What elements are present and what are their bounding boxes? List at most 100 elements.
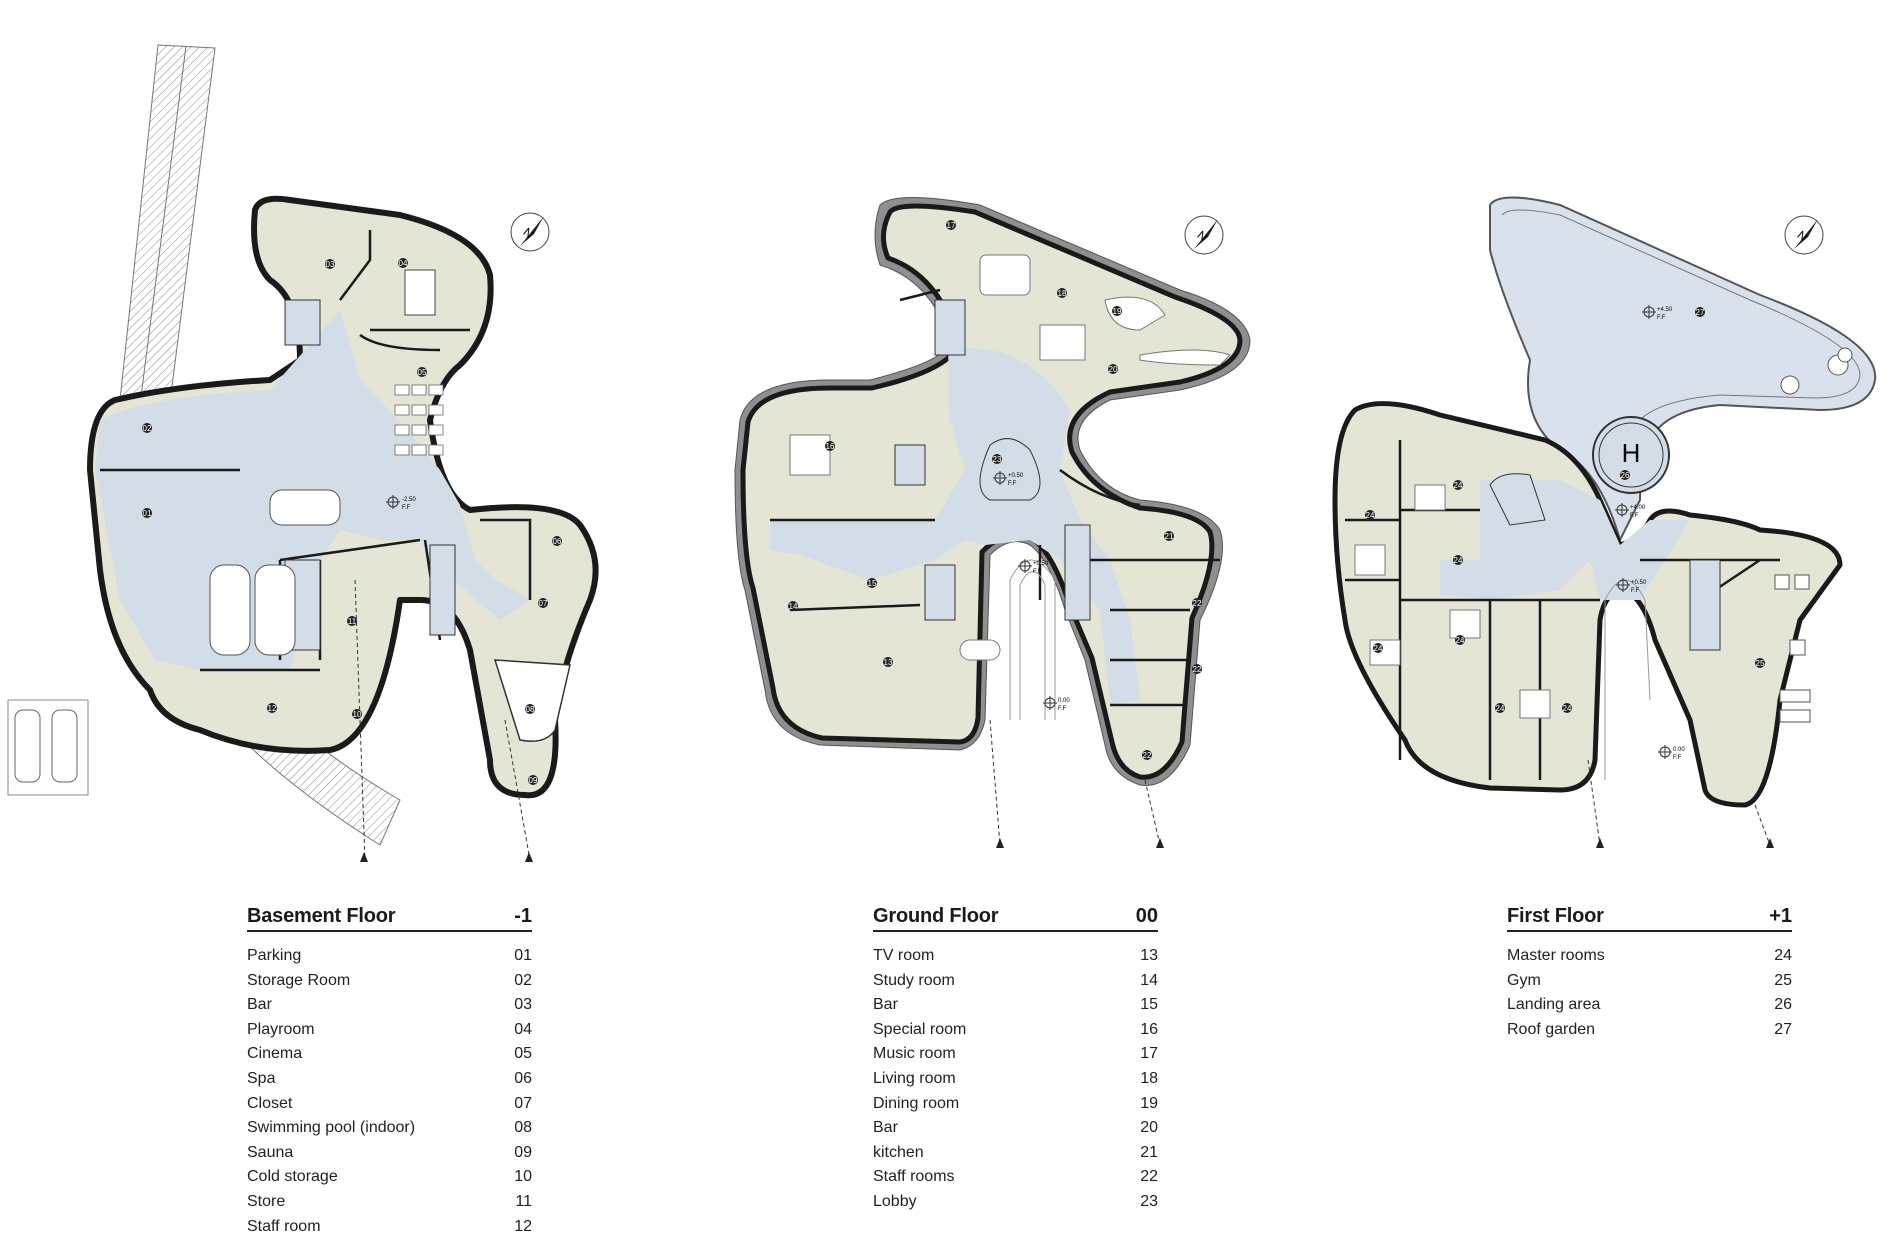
first-plan: H [1332,196,1877,848]
first-room-labels: 24 24 24 24 24 24 24 25 26 27 [1365,307,1765,713]
room-marker-15: 15 [867,578,877,588]
svg-text:+4.50: +4.50 [1657,307,1673,313]
legend-room-number: 17 [1140,1045,1158,1063]
room-marker-01: 01 [142,508,152,518]
room-marker-11: 11 [347,616,357,626]
legend-room-number: 10 [514,1168,532,1186]
legend-room-number: 15 [1140,996,1158,1014]
ground-room-labels: 13 14 15 16 17 18 19 20 21 22 22 22 23 [788,220,1202,760]
legend-room-number: 25 [1774,971,1792,989]
svg-text:09: 09 [529,776,538,785]
level-markers: +4.50F.F +4.00F.F +0.50F.F 0.00F.F [1615,305,1685,761]
svg-text:F.F: F.F [1631,588,1640,594]
legend-room-number: 07 [514,1094,532,1112]
legend-room-number: 01 [514,947,532,964]
svg-text:06: 06 [553,537,562,546]
legend-room-name: Store [247,1192,286,1210]
svg-text:F.F: F.F [1058,706,1067,712]
svg-text:18: 18 [1058,289,1067,298]
legend-room-name: Bar [247,996,272,1014]
roof-trees [1780,347,1853,395]
cinema-seats [394,384,444,456]
basement-plan: 01 02 03 04 05 06 07 08 09 10 11 12 -2.5… [7,44,599,862]
svg-text:0.00: 0.00 [1673,747,1685,753]
svg-text:+0.50: +0.50 [1631,580,1647,586]
legend-level: 00 [1135,905,1158,927]
svg-text:20: 20 [1109,365,1118,374]
room-marker-24: 24 [1453,555,1463,565]
legend-header: Ground Floor 00 [873,905,1158,932]
lobby-island [979,438,1041,501]
floor-plans: 01 02 03 04 05 06 07 08 09 10 11 12 -2.5… [7,44,1877,862]
legend-room-name: Lobby [873,1192,917,1210]
legend-room-number: 21 [1140,1143,1158,1161]
north-arrow: N [1784,215,1824,255]
legend-room-number: 13 [1140,947,1158,964]
north-arrow: N [510,212,550,252]
svg-text:F.F: F.F [1673,755,1682,761]
room-marker-03: 03 [325,259,335,269]
legend-title: First Floor [1507,905,1604,927]
room-marker-06: 06 [552,536,562,546]
car-outline [51,709,78,783]
room-marker-22: 22 [1142,750,1152,760]
room-marker-10: 10 [352,709,362,719]
svg-text:24: 24 [1366,511,1375,520]
svg-text:24: 24 [1496,704,1505,713]
legend-room-name: Storage Room [247,971,351,989]
room-marker-24: 24 [1373,643,1383,653]
svg-text:12: 12 [268,704,277,713]
outdoor-parking [7,699,89,796]
room-marker-12: 12 [267,703,277,713]
ground-stairs [894,299,1091,621]
legend-room-number: 23 [1140,1192,1158,1210]
helipad [1592,416,1670,494]
svg-text:F.F: F.F [1630,513,1639,519]
room-marker-24: 24 [1562,703,1572,713]
legend-room-name: Master rooms [1507,947,1605,964]
legend-room-name: Swimming pool (indoor) [247,1119,416,1137]
room-marker-22: 22 [1192,598,1202,608]
svg-text:24: 24 [1454,481,1463,490]
svg-text:24: 24 [1454,556,1463,565]
svg-text:0.00: 0.00 [1058,698,1070,704]
indoor-pool [493,659,571,742]
legend-room-number: 22 [1140,1168,1158,1186]
room-marker-18: 18 [1057,288,1067,298]
svg-text:05: 05 [418,368,427,377]
legend-room-name: Study room [873,971,955,989]
gym-equipment [1774,574,1811,723]
legend-room-number: 20 [1140,1119,1158,1137]
room-marker-27: 27 [1695,307,1705,317]
room-marker-08: 08 [525,704,535,714]
legend-room-name: Bar [873,1119,898,1137]
legend-title: Basement Floor [247,905,396,927]
room-marker-17: 17 [946,220,956,230]
legend-room-name: Staff rooms [873,1168,955,1186]
legend-room-number: 09 [514,1143,532,1161]
svg-text:22: 22 [1193,599,1202,608]
legend-room-number: 14 [1140,971,1158,989]
svg-text:23: 23 [993,455,1002,464]
legend-room-name: Gym [1507,971,1541,989]
svg-text:+4.00: +4.00 [1630,505,1646,511]
legend-room-number: 04 [514,1020,532,1038]
svg-text:F.F: F.F [1033,569,1042,575]
legend-room-number: 18 [1140,1069,1158,1087]
garage-cars [209,489,341,656]
legend-header: Basement Floor -1 [247,905,532,932]
